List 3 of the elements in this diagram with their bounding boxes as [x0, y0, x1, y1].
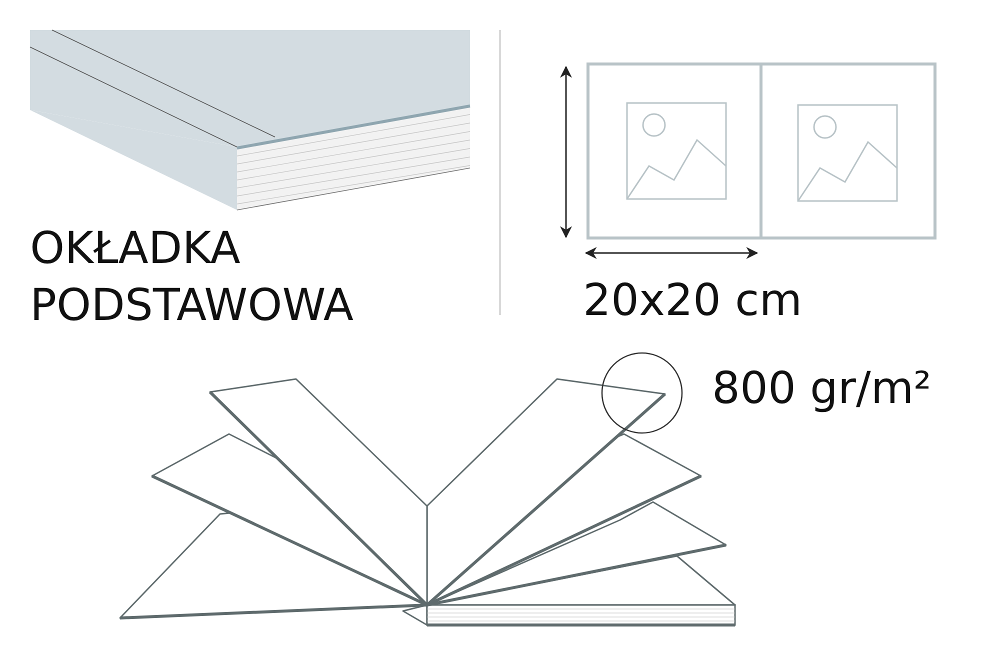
- size-label: 20x20 cm: [583, 274, 804, 328]
- paper-weight-label: 800 gr/m²: [712, 362, 932, 416]
- cover-type-label: OKŁADKA PODSTAWOWA: [30, 222, 354, 334]
